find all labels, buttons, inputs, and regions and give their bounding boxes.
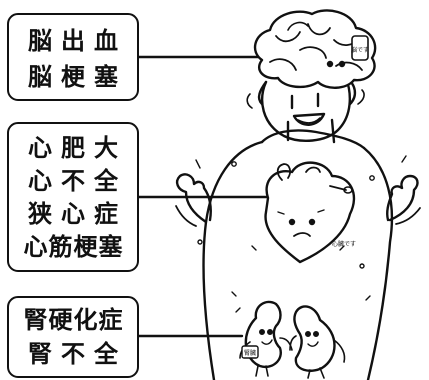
heart-disease-4: 心筋梗塞 (23, 233, 124, 261)
heart-disease-1: 心肥大 (28, 134, 127, 162)
kidney-tag-text: 腎臓 (244, 349, 256, 357)
brain-disease-2: 脳梗塞 (28, 63, 127, 91)
brain-tag (351, 35, 369, 61)
face-outline (261, 76, 351, 142)
kidney-disease-1: 腎硬化症 (23, 306, 124, 334)
kidney-disease-box: 腎硬化症 腎不全 (7, 296, 139, 378)
brain-outline (253, 9, 377, 89)
heart-disease-box: 心肥大 心不全 狭心症 心筋梗塞 (7, 122, 139, 272)
brain-tag-text: 脳です (351, 46, 369, 54)
left-hand (175, 173, 212, 224)
right-hand (386, 174, 419, 222)
brain-disease-1: 脳出血 (28, 27, 127, 55)
heart-disease-3: 狭心症 (28, 200, 127, 228)
heart-outline (264, 161, 356, 264)
kidney-tag (241, 345, 259, 359)
heart-disease-2: 心不全 (28, 167, 127, 195)
heart-tag-text: 心臓です (332, 240, 356, 248)
kidney-right (293, 305, 336, 372)
brain-disease-box: 脳出血 脳梗塞 (7, 13, 139, 101)
kidney-disease-2: 腎不全 (28, 340, 127, 368)
